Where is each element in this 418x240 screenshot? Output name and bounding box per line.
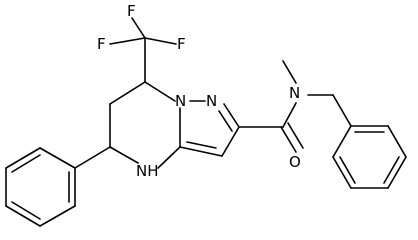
phenyl-bond-2 (39, 205, 76, 227)
pyrimidine-nitrogen-label: N (175, 92, 186, 110)
bond-n-methyl (282, 60, 297, 84)
bond-carbonyl-n (282, 102, 297, 128)
benzyl-double-2 (383, 156, 400, 184)
benzyl-bond-1 (332, 125, 352, 158)
amide-nitrogen-label: N (289, 84, 300, 102)
benzyl-bond-5 (387, 125, 407, 158)
phenyl-double-3 (11, 154, 41, 173)
bond-c3-c3a (179, 146, 223, 157)
phenyl-bond-5 (5, 147, 41, 169)
molecule-drawing: F F F N N N O NH (5, 2, 407, 227)
bond-cf3-f2 (109, 37, 146, 45)
benzyl-bond-4 (387, 156, 407, 189)
bond-n2-c2-double (218, 110, 233, 132)
bond-c2-c3 (221, 126, 240, 157)
pyrazole-nitrogen-label: N (206, 92, 217, 110)
bond-carbonyl-o-double (287, 122, 304, 149)
structure-canvas: F F F N N N O NH (5, 2, 407, 227)
bond-ch2-benzyl (332, 94, 352, 127)
bond-cf3-f1 (131, 17, 146, 39)
bond-c5-phenyl (74, 146, 111, 169)
phenyl-double-2 (11, 201, 41, 220)
bond-cf3-f3 (144, 37, 177, 45)
carbonyl-oxygen-label: O (289, 153, 301, 171)
fluorine-label-3: F (177, 35, 186, 53)
bond-n4-c3a (157, 146, 181, 169)
amine-nh-label: NH (136, 162, 159, 180)
bond-c5-n4 (109, 146, 139, 164)
fluorine-label-2: F (97, 35, 106, 53)
bond-n2-c2 (223, 103, 240, 128)
bond-c7-n1 (144, 81, 176, 102)
bond-carbonyl-o (280, 126, 297, 153)
bond-layer (5, 17, 407, 227)
benzyl-bond-2 (332, 156, 352, 189)
fluorine-label-1: F (127, 2, 136, 20)
bond-c3-c3a-double (186, 141, 217, 149)
phenyl-bond-6 (39, 147, 76, 169)
benzyl-double-1 (339, 156, 356, 184)
phenyl-bond-3 (5, 205, 41, 227)
bond-c6-c7 (109, 81, 146, 105)
label-layer: F F F N N N O NH (97, 2, 301, 180)
